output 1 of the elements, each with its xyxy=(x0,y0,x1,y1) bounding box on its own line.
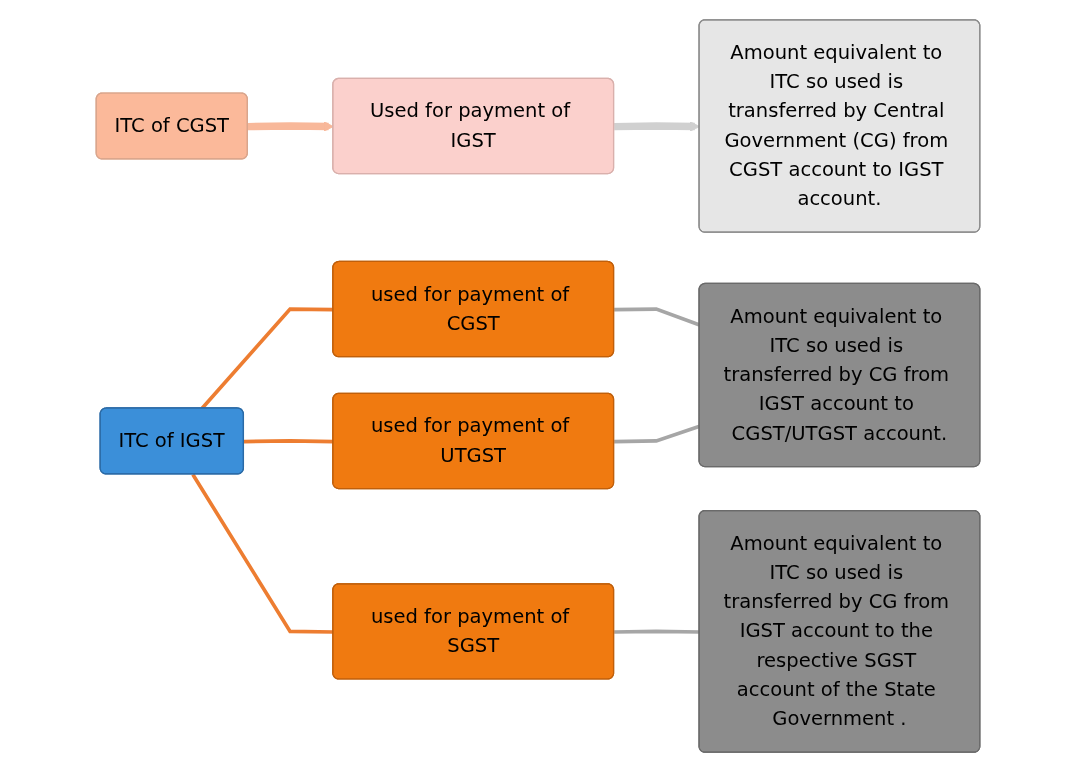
connector xyxy=(614,629,700,634)
